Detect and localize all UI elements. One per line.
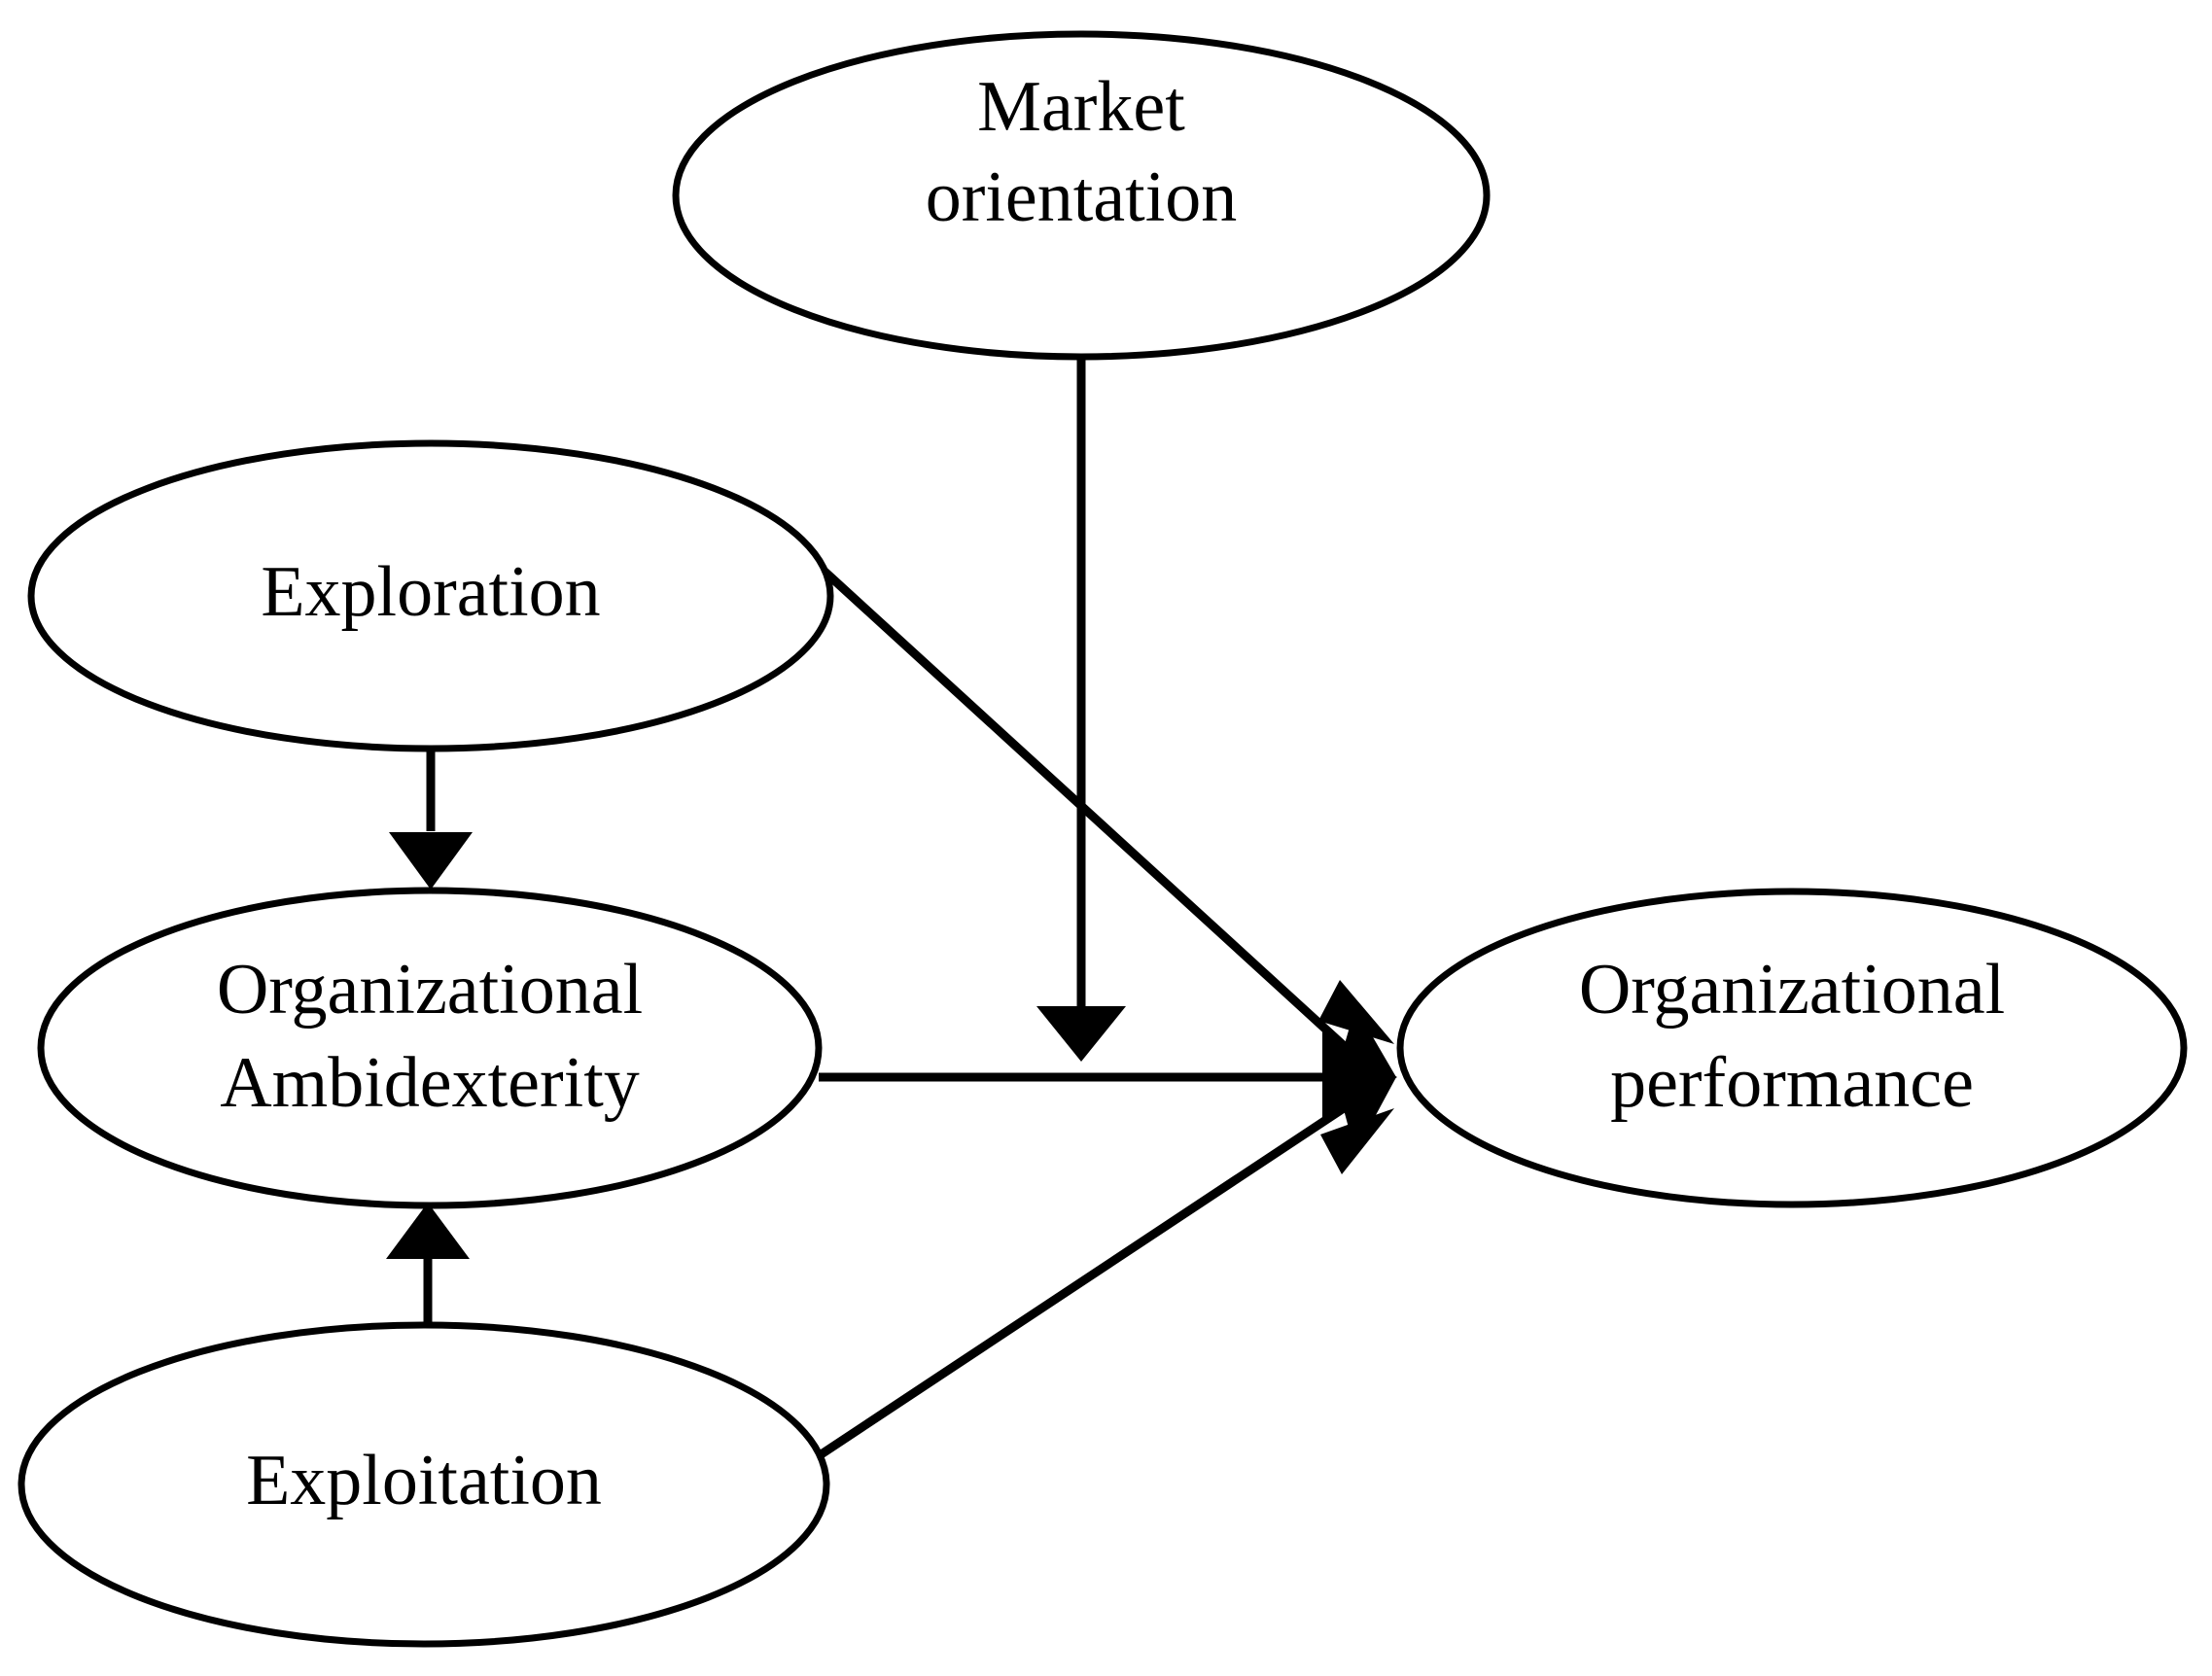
node-label-organizational-performance-line2: performance xyxy=(1610,1043,1974,1123)
arrowhead-cluster-performance xyxy=(1318,980,1397,1174)
node-label-exploitation: Exploitation xyxy=(246,1441,602,1520)
arrowhead-exploitation-ambidexterity xyxy=(386,1203,470,1259)
node-label-market-orientation-line2: orientation xyxy=(926,157,1238,237)
node-shape-organizational-performance[interactable] xyxy=(1396,888,2188,1208)
edge-exploration-to-performance xyxy=(818,565,1365,1065)
node-label-exploration: Exploration xyxy=(261,552,600,632)
node-organizational-performance[interactable]: Organizational performance xyxy=(1396,888,2188,1208)
node-exploration[interactable]: Exploration xyxy=(27,439,834,752)
edge-line-exploration-performance xyxy=(818,565,1365,1065)
node-market-orientation[interactable]: Market orientation xyxy=(672,30,1491,361)
node-shape-exploration[interactable] xyxy=(27,439,834,752)
node-label-organizational-ambidexterity-line1: Organizational xyxy=(217,950,643,1030)
node-shape-market-orientation[interactable] xyxy=(672,30,1491,361)
arrowhead-merged-diamond xyxy=(1335,1007,1396,1153)
edge-line-exploitation-performance xyxy=(817,1093,1364,1459)
node-shape-exploitation[interactable] xyxy=(18,1321,830,1648)
node-exploitation[interactable]: Exploitation xyxy=(18,1321,830,1648)
arrowhead-market-orientation xyxy=(1036,1006,1126,1062)
edge-market-orientation-moderation xyxy=(1036,357,1126,1062)
node-label-organizational-ambidexterity-line2: Ambidexterity xyxy=(220,1043,640,1123)
node-shape-organizational-ambidexterity[interactable] xyxy=(37,887,823,1209)
edge-exploitation-to-performance xyxy=(817,1093,1364,1459)
edge-exploration-to-ambidexterity xyxy=(389,748,473,890)
edge-exploitation-to-ambidexterity xyxy=(386,1203,470,1327)
node-label-organizational-performance-line1: Organizational xyxy=(1579,950,2005,1030)
arrowhead-exploration-ambidexterity xyxy=(389,832,473,890)
node-organizational-ambidexterity[interactable]: Organizational Ambidexterity xyxy=(37,887,823,1209)
node-label-market-orientation-line1: Market xyxy=(977,67,1185,147)
